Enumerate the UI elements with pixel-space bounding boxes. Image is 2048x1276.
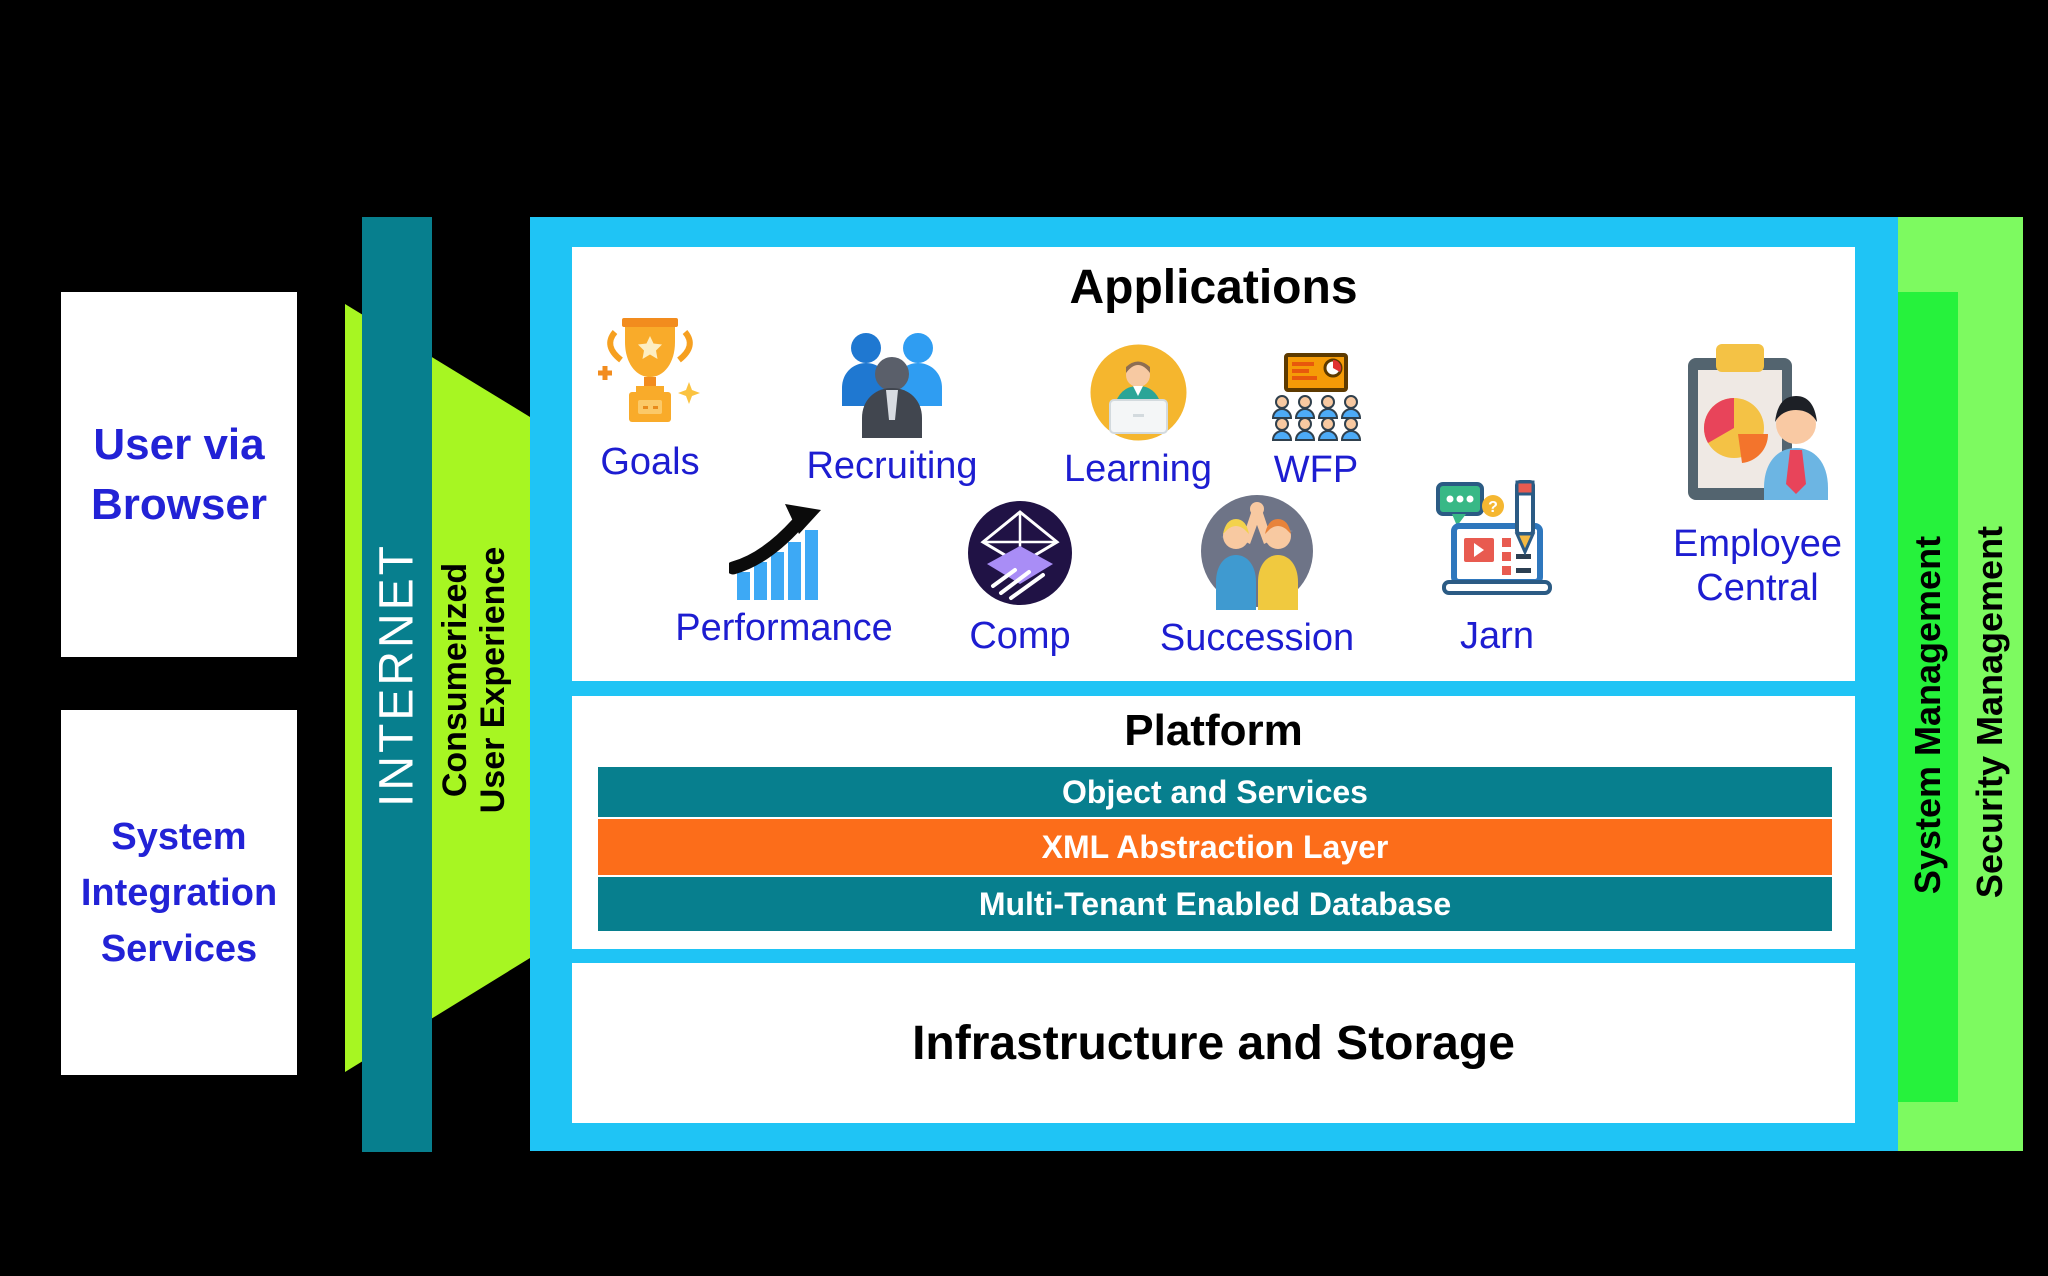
app-label: Comp — [969, 615, 1071, 657]
app-learning: Learning — [1053, 344, 1223, 491]
platform-title: Platform — [1124, 706, 1303, 755]
platform-layer-label: Multi-Tenant Enabled Database — [978, 885, 1452, 922]
system-management-bar — [1898, 292, 1958, 1102]
platform-layer-object-services: Object and Services — [598, 767, 1832, 817]
app-label: Goals — [600, 441, 700, 483]
presentation-audience-icon — [1271, 353, 1362, 441]
laptop-pencil-icon: ? — [1436, 480, 1552, 595]
app-employee-central: Employee Central — [1660, 336, 1855, 610]
app-label: Employee Central — [1673, 523, 1842, 609]
arrow-text-line2: User Experience — [474, 546, 512, 814]
app-label: WFP — [1273, 449, 1359, 491]
platform-layer-label: XML Abstraction Layer — [1041, 828, 1389, 865]
system-management-label: System Management — [1907, 535, 1948, 895]
system-integration-services-box: System Integration Services — [61, 710, 297, 1075]
internet-bar — [362, 217, 432, 1152]
internet-label: INTERNET — [370, 543, 424, 807]
app-label: Performance — [675, 607, 893, 649]
consumerized-user-experience-label: Consumerized User Experience — [436, 547, 512, 814]
platform-layer-multitenant-db: Multi-Tenant Enabled Database — [598, 877, 1832, 931]
people-group-icon — [842, 333, 942, 438]
arrow-text-line1: Consumerized — [436, 562, 474, 798]
growth-chart-icon — [729, 504, 821, 600]
high-five-icon — [1201, 495, 1313, 610]
trophy-icon — [598, 318, 700, 422]
security-management-label: Security Management — [1969, 525, 2010, 899]
infrastructure-panel: Infrastructure and Storage — [572, 963, 1855, 1123]
app-wfp: WFP — [1231, 352, 1401, 492]
app-label: Learning — [1064, 448, 1212, 490]
person-laptop-icon — [1090, 344, 1186, 441]
app-label: Succession — [1159, 617, 1355, 659]
applications-panel — [572, 247, 1855, 681]
app-label: Jarn — [1460, 615, 1534, 657]
app-succession: Succession — [1160, 492, 1354, 660]
app-jarn: ? Jarn — [1412, 478, 1582, 658]
layers-diamond-icon — [968, 501, 1072, 605]
svg-text:?: ? — [1488, 499, 1498, 516]
applications-title: Applications — [1069, 261, 1358, 314]
user-via-browser-box: User via Browser — [61, 292, 297, 657]
app-comp: Comp — [935, 498, 1105, 658]
user-via-browser-label: User via Browser — [90, 419, 268, 529]
app-goals: Goals — [565, 308, 735, 484]
app-performance: Performance — [675, 500, 893, 650]
infrastructure-title: Infrastructure and Storage — [912, 1016, 1515, 1070]
app-label: Recruiting — [806, 445, 978, 487]
app-recruiting: Recruiting — [806, 326, 978, 488]
clipboard-person-icon — [1687, 344, 1828, 500]
platform-layer-label: Object and Services — [1062, 773, 1368, 810]
platform-layer-xml-abstraction: XML Abstraction Layer — [598, 819, 1832, 875]
system-integration-services-label: System Integration Services — [80, 815, 278, 970]
